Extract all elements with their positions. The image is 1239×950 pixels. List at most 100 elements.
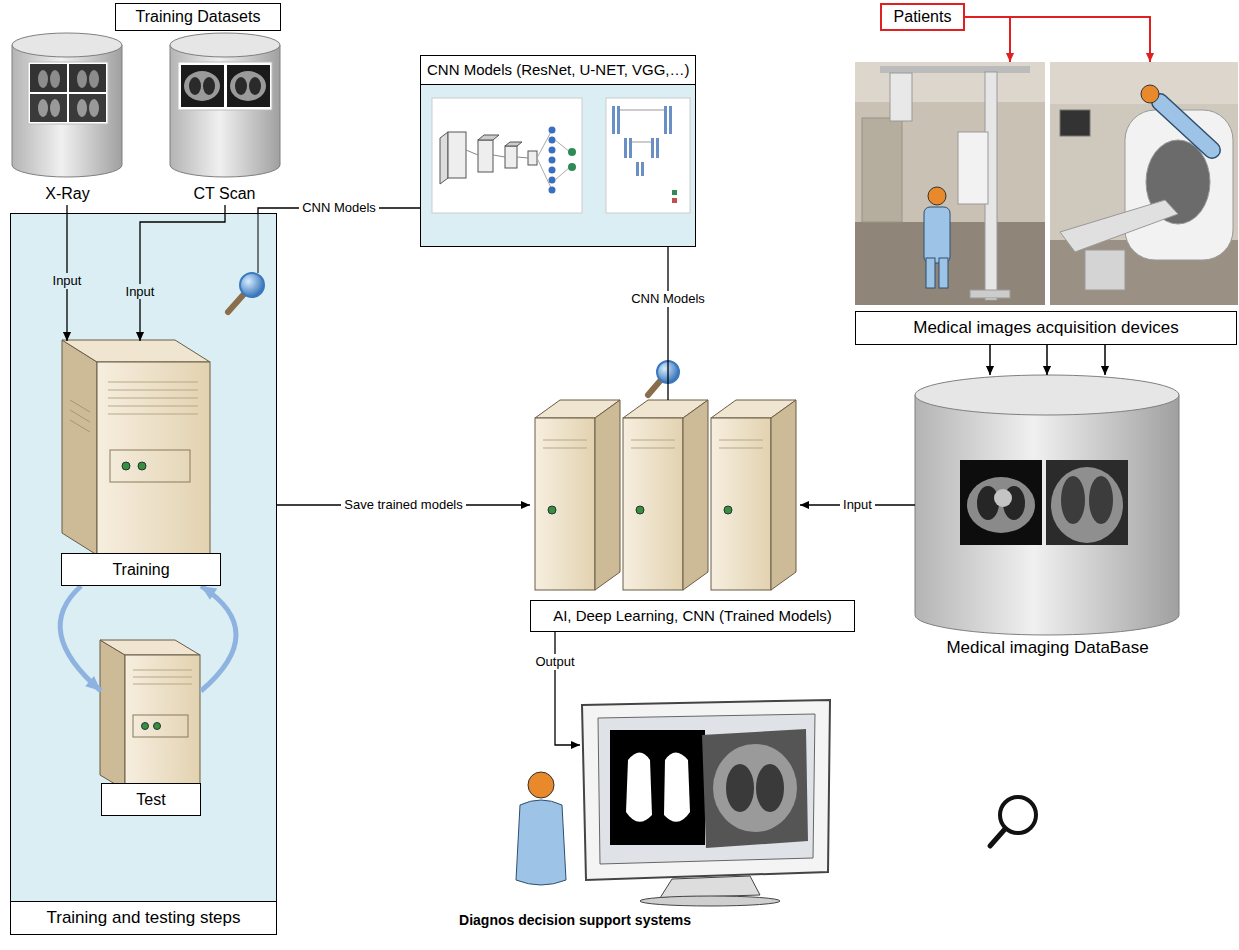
- ct-cylinder-part: [235, 77, 247, 95]
- monitor-part: [626, 753, 652, 822]
- training-server-part: [70, 400, 90, 412]
- database-cylinder-part: [915, 395, 1179, 635]
- training-server-part: [138, 462, 146, 470]
- ct-cylinder-part: [170, 33, 280, 57]
- cnn-illustration-part: [432, 98, 582, 213]
- arrow-head: [1146, 53, 1154, 62]
- cnn-illustration-part: [636, 162, 639, 176]
- cnn-illustration-part: [664, 106, 667, 134]
- magnifier-icon-part: [258, 213, 259, 273]
- xray-cylinder-part: [77, 70, 87, 88]
- ct-cylinder-part: [203, 77, 215, 95]
- xray-room-photo-part: [926, 258, 935, 288]
- server-rack-part: [543, 448, 587, 449]
- connector-line: [140, 205, 225, 341]
- dataset-cylinder: CT Scan: [167, 30, 282, 205]
- training-server-part: [108, 382, 198, 383]
- xray-cylinder-part: [28, 62, 108, 124]
- connector-line: [667, 247, 668, 400]
- test-server-part: [133, 670, 192, 671]
- cnn-illustration-part: [549, 157, 556, 164]
- database-cylinder-part: [915, 375, 1179, 415]
- monitor-part: [702, 729, 808, 848]
- database-cylinder-part: [1051, 467, 1123, 543]
- edge-label-text: CNN Models: [299, 200, 379, 216]
- process-panel: Training and testing stepsTrainingTest: [10, 213, 277, 935]
- database-cylinder-part: [994, 489, 1012, 507]
- monitor-part: [610, 730, 705, 845]
- training-server-part: [108, 390, 198, 391]
- training-server-part: [108, 398, 198, 399]
- test-server-part: [154, 723, 161, 730]
- cnn-illustration-part: [448, 132, 466, 178]
- connector-line: [201, 586, 236, 691]
- connector: [136, 205, 225, 341]
- edge-label: Output: [532, 654, 577, 670]
- xray-cylinder-part: [30, 94, 67, 122]
- cnn-illustration-part: [555, 140, 570, 152]
- edge-label: Input: [123, 284, 158, 300]
- ct-cylinder-part: [189, 77, 201, 95]
- ct-room-photo-part: [1050, 62, 1238, 305]
- search-icon: [990, 797, 1036, 846]
- arrow-head: [201, 586, 217, 600]
- training-server-part: [70, 420, 90, 432]
- xray-cylinder-part: [77, 99, 87, 117]
- magnifier-icon: [228, 213, 264, 312]
- training-server-part: [108, 414, 198, 415]
- test-server-part: [133, 677, 192, 678]
- xray-cylinder-part: [12, 33, 122, 57]
- server-rack: [535, 400, 796, 590]
- node-label: X-Ray: [43, 184, 91, 205]
- ct-room-photo: [1050, 62, 1238, 305]
- cnn-illustration-part: [624, 138, 627, 158]
- cnn-illustration-part: [549, 187, 556, 194]
- xray-cylinder-part: [69, 94, 106, 122]
- xray-room-photo: [855, 62, 1045, 305]
- arrow-head: [986, 366, 994, 375]
- xray-cylinder-part: [12, 45, 122, 177]
- connector-line: [60, 586, 101, 691]
- training-server-part: [122, 462, 130, 470]
- connector-line: [965, 17, 1010, 62]
- cnn-illustration-part: [641, 162, 644, 176]
- cnn-illustration-part: [537, 130, 552, 158]
- ct-cylinder-part: [249, 77, 261, 95]
- test-server-part: [133, 684, 192, 685]
- cnn-illustration-part: [420, 55, 696, 247]
- connector: [201, 586, 236, 691]
- xray-cylinder-part: [50, 70, 60, 88]
- ct-room-photo-part: [1050, 62, 1238, 104]
- connector-line: [555, 632, 580, 745]
- ct-cylinder: [170, 33, 280, 177]
- server-rack-part: [543, 440, 587, 441]
- model-box: CNN Models (ResNet, U-NET, VGG,…): [420, 55, 696, 247]
- arrow-head: [136, 332, 144, 341]
- dataset-cylinder: X-Ray: [10, 30, 125, 205]
- server-rack-part: [719, 440, 763, 441]
- xray-room-photo-part: [928, 187, 946, 205]
- cnn-illustration-part: [656, 138, 659, 158]
- edge-label: Save trained models: [341, 497, 466, 513]
- server-rack-part: [535, 418, 595, 590]
- test-server-part: [133, 715, 188, 737]
- xray-room-photo-part: [890, 73, 912, 121]
- monitor: Diagnos decision support systems: [580, 700, 830, 905]
- server-rack-part: [595, 400, 620, 590]
- xray-room-photo-part: [855, 62, 1045, 102]
- caption-text: Diagnos decision support systems: [425, 912, 725, 929]
- arrow-head: [63, 332, 71, 341]
- edge-label: CNN Models: [299, 200, 379, 216]
- node-label: Training and testing steps: [11, 901, 276, 934]
- database-cylinder-part: [960, 460, 1042, 545]
- cnn-illustration-part: [555, 167, 570, 180]
- monitor-part: [598, 714, 815, 864]
- edge-label: CNN Models: [628, 291, 708, 307]
- ct-room-photo-part: [1060, 200, 1178, 252]
- node-label: CNN Models (ResNet, U-NET, VGG,…): [421, 56, 695, 85]
- cnn-illustration-part: [466, 150, 478, 155]
- edge-label: Input: [840, 497, 875, 513]
- monitor: [582, 700, 830, 906]
- edge-label-text: Output: [532, 654, 577, 670]
